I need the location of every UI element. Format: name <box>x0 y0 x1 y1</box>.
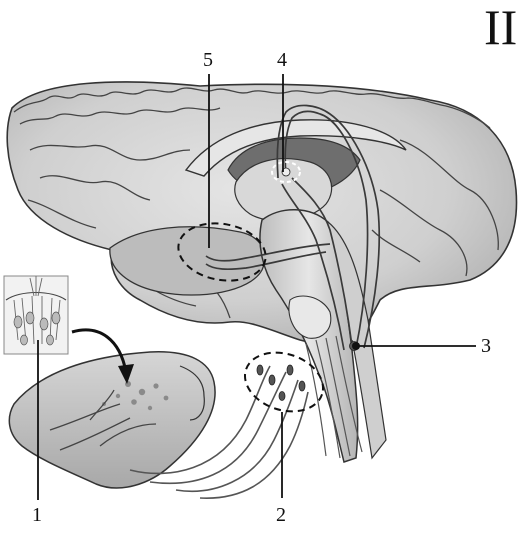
callout-1-label: 1 <box>32 505 42 525</box>
callout-5-label: 5 <box>203 50 213 70</box>
figure-roman-numeral: II <box>484 2 517 52</box>
callout-3-marker <box>352 342 360 350</box>
callout-2-label: 2 <box>276 505 286 525</box>
callout-4-label: 4 <box>277 50 287 70</box>
callout-3-label: 3 <box>481 336 491 356</box>
olfactory-bulb <box>9 352 215 488</box>
olfactory-mucosa-inset <box>4 276 68 354</box>
